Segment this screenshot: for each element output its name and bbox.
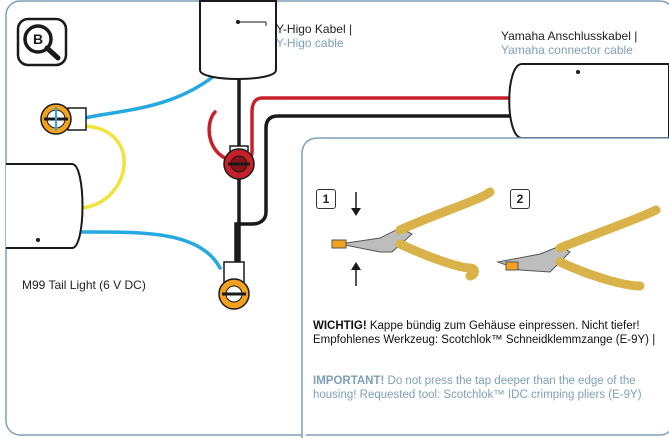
- pliers-step-1: [331, 187, 495, 286]
- badge: B: [16, 17, 68, 67]
- label-y-higo-de: Y-Higo Kabel |: [276, 22, 353, 36]
- connector-red: [223, 145, 255, 180]
- y-higo-dot: [236, 20, 240, 24]
- label-yamaha-en: Yamaha connector cable: [501, 43, 633, 57]
- label-y-higo: Y-Higo Kabel | Y-Higo cable: [276, 22, 352, 50]
- step-2-badge: 2: [510, 189, 530, 209]
- connector-upper-orange: [40, 103, 87, 135]
- note-en: IMPORTANT! Do not press the tap deeper t…: [313, 374, 663, 402]
- y-higo-cable-body: [199, 0, 277, 80]
- badge-letter: B: [33, 31, 43, 47]
- tail-light-body: [6, 163, 84, 249]
- tail-light-dot: [36, 238, 40, 242]
- label-tail-light: M99 Tail Light (6 V DC): [22, 278, 146, 292]
- label-yamaha: Yamaha Anschlusskabel | Yamaha connector…: [501, 29, 637, 57]
- step-1-badge: 1: [316, 189, 336, 209]
- yamaha-cable-body: [508, 63, 669, 139]
- wire-blue-upper: [83, 74, 216, 120]
- note-en-bold: IMPORTANT!: [313, 375, 385, 387]
- note-de: WICHTIG! Kappe bündig zum Gehäuse einpre…: [313, 319, 663, 347]
- label-y-higo-en: Y-Higo cable: [276, 36, 344, 50]
- info-panel: [301, 137, 669, 438]
- note-de-bold: WICHTIG!: [313, 320, 367, 332]
- note-en-text: Do not press the tap deeper than the edg…: [313, 375, 642, 401]
- wire-yellow: [78, 124, 126, 210]
- label-yamaha-de: Yamaha Anschlusskabel |: [501, 29, 638, 43]
- magnifier-icon: [23, 24, 53, 54]
- wire-blue-lower: [78, 230, 222, 270]
- pliers-step-2: [496, 205, 661, 291]
- yamaha-dot: [576, 70, 580, 74]
- wire-black-yamaha: [234, 114, 516, 272]
- note-de-text: Kappe bündig zum Gehäuse einpressen. Nic…: [313, 320, 656, 346]
- connector-lower-orange: [218, 261, 250, 310]
